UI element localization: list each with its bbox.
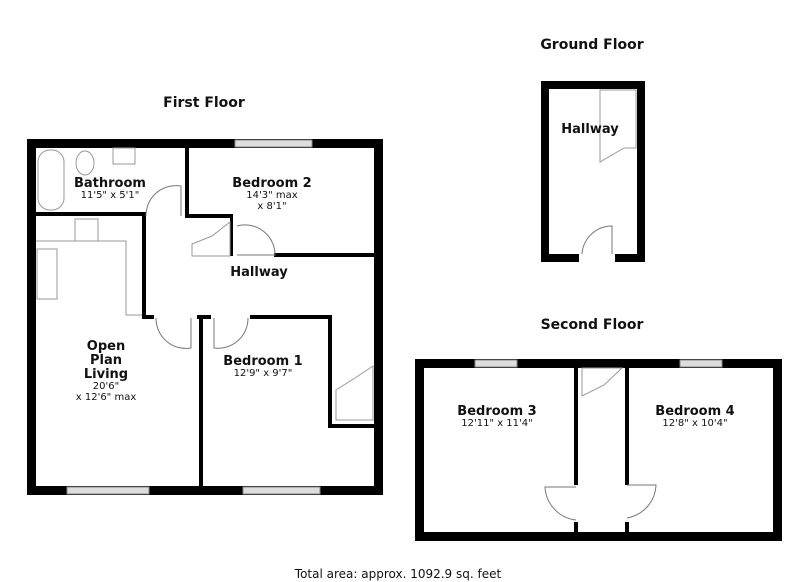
room-label-living: Open bbox=[87, 339, 125, 354]
window bbox=[679, 359, 723, 368]
room-dims: 11'5" x 5'1" bbox=[81, 190, 140, 201]
sink bbox=[112, 147, 136, 165]
room-label-living: Living bbox=[84, 367, 128, 382]
room-label-bedroom-4: Bedroom 4 bbox=[655, 404, 734, 419]
door bbox=[236, 224, 276, 256]
kitchen-counter bbox=[36, 240, 142, 316]
stairs bbox=[335, 365, 374, 421]
room-dims: x 8'1" bbox=[257, 201, 286, 212]
window bbox=[66, 486, 150, 495]
bath bbox=[37, 149, 65, 211]
first-floor-title: First Floor bbox=[163, 95, 245, 111]
total-area-text: Total area: approx. 1092.9 sq. feet bbox=[294, 567, 502, 581]
room-label-hallway: Hallway bbox=[230, 265, 288, 280]
room-label-bedroom-2: Bedroom 2 bbox=[232, 176, 311, 191]
room-label-bathroom: Bathroom bbox=[74, 176, 146, 191]
room-label-hallway: Hallway bbox=[561, 122, 619, 137]
toilet bbox=[75, 150, 95, 176]
room-dims: 12'9" x 9'7" bbox=[234, 368, 293, 379]
door bbox=[213, 317, 249, 349]
door bbox=[145, 185, 182, 217]
room-label-bedroom-1: Bedroom 1 bbox=[223, 354, 302, 369]
window bbox=[234, 139, 313, 148]
ground-floor-title: Ground Floor bbox=[540, 37, 643, 53]
window bbox=[242, 486, 321, 495]
second-floor-plan: Second Floor Bedroom 3 12'11" x 11'4" Be… bbox=[415, 317, 782, 541]
second-floor-title: Second Floor bbox=[541, 317, 644, 333]
stairs bbox=[191, 220, 231, 257]
entrance-door bbox=[581, 225, 613, 255]
stairs bbox=[581, 367, 624, 397]
kitchen-sink bbox=[36, 248, 58, 300]
door bbox=[626, 484, 657, 519]
ground-floor-plan: Ground Floor Hallway bbox=[540, 37, 645, 262]
door bbox=[544, 486, 577, 521]
room-dims: 12'11" x 11'4" bbox=[461, 418, 533, 429]
window bbox=[474, 359, 518, 368]
stairs bbox=[599, 89, 637, 163]
first-floor-plan: First Floor bbox=[27, 95, 383, 495]
room-dims: 12'8" x 10'4" bbox=[662, 418, 727, 429]
room-dims: 20'6" bbox=[93, 381, 119, 392]
room-dims: 14'3" max bbox=[246, 190, 297, 201]
room-dims: x 12'6" max bbox=[76, 392, 137, 403]
room-label-bedroom-3: Bedroom 3 bbox=[457, 404, 536, 419]
hob bbox=[74, 218, 99, 242]
door bbox=[155, 317, 192, 349]
room-label-living: Plan bbox=[90, 353, 122, 368]
